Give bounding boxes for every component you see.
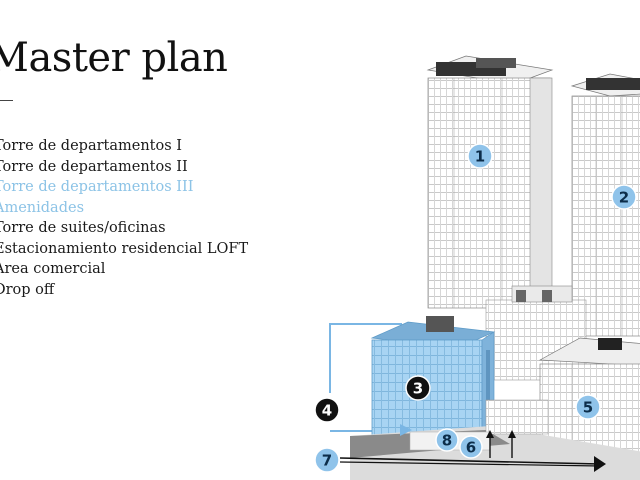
marker-label: 1 (475, 148, 485, 166)
master-plan-illustration: 1 2 3 4 5 6 7 8 (314, 55, 640, 480)
legend-item: Estacionamiento residencial LOFT (0, 240, 249, 257)
building-marker-4: 4 (314, 397, 340, 423)
building-marker-3: 3 (405, 375, 431, 401)
drop-off-arrows (339, 424, 606, 472)
legend-item: Torre de suites/oficinas (0, 220, 166, 236)
building-marker-1: 1 (467, 143, 493, 169)
building-marker-5: 5 (575, 394, 601, 420)
marker-label: 4 (322, 402, 332, 420)
building-marker-6: 6 (459, 435, 483, 459)
building-marker-2: 2 (611, 184, 637, 210)
marker-label: 2 (619, 189, 629, 207)
legend-item: Amenidades (0, 199, 85, 216)
tower-1 (426, 55, 554, 309)
marker-label: 7 (322, 452, 332, 470)
marker-label: 6 (466, 439, 476, 457)
legend-item: Torre de departamentos II (0, 158, 188, 175)
title-divider (0, 100, 13, 101)
marker-label: 5 (583, 399, 593, 417)
marker-label: 8 (442, 432, 452, 450)
page-title: Master plan (0, 35, 228, 81)
legend-item: Area comercial (0, 261, 106, 277)
legend-item: Torre de departamentos III (0, 179, 194, 195)
legend-item: Torre de departamentos I (0, 138, 182, 154)
tower-2 (570, 73, 640, 337)
legend-item: Drop off (0, 281, 55, 298)
tower-3-highlight (329, 316, 496, 437)
marker-label: 3 (413, 380, 423, 398)
legend-list: Torre de departamentos I Torre de depart… (0, 136, 248, 300)
building-marker-7: 7 (314, 447, 340, 473)
building-marker-8: 8 (435, 428, 459, 452)
